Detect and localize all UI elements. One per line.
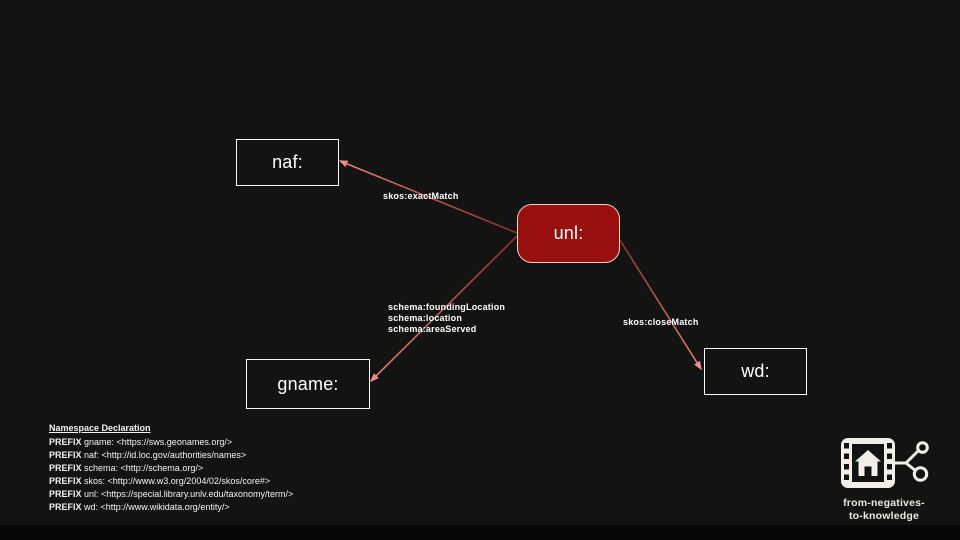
node-wd: wd: [704, 348, 807, 395]
logo-text-line1: from-negatives- [843, 497, 925, 509]
edge-label-schema-foundinglocation: schema:foundingLocation [388, 302, 506, 312]
node-unl: unl: [517, 204, 620, 263]
prefix-line-schema: PREFIX schema: <http://schema.org/> [49, 462, 293, 475]
prefix-line-skos: PREFIX skos: <http://www.w3.org/2004/02/… [49, 475, 293, 488]
prefix-line-wd: PREFIX wd: <http://www.wikidata.org/enti… [49, 501, 293, 514]
prefix-uri: naf: <http://id.loc.gov/authorities/name… [81, 450, 247, 460]
prefix-uri: schema: <http://schema.org/> [81, 463, 204, 473]
prefix-line-naf: PREFIX naf: <http://id.loc.gov/authoriti… [49, 449, 293, 462]
share-icon [895, 441, 929, 482]
namespace-declaration-title: Namespace Declaration [49, 423, 151, 433]
prefix-uri: wd: <http://www.wikidata.org/entity/> [81, 502, 230, 512]
prefix-keyword: PREFIX [49, 476, 82, 486]
edge-label-schema-properties: schema:foundingLocation schema:location … [388, 302, 505, 335]
edge-label-skos-exactmatch: skos:exactMatch [383, 191, 459, 201]
node-gname: gname: [246, 359, 370, 409]
node-gname-label: gname: [277, 373, 339, 394]
prefix-keyword: PREFIX [49, 437, 82, 447]
node-unl-label: unl: [553, 223, 584, 243]
prefix-keyword: PREFIX [49, 489, 82, 499]
prefix-line-unl: PREFIX unl: <https://special.library.unl… [49, 488, 293, 501]
prefix-keyword: PREFIX [49, 502, 82, 512]
project-logo: from-negatives- to-knowledge [835, 430, 933, 523]
edge-unl-to-wd [617, 236, 702, 371]
prefix-uri: unl: <https://special.library.unlv.edu/t… [81, 489, 294, 499]
filmstrip-house-share-icon [841, 438, 929, 488]
prefix-line-gname: PREFIX gname: <https://sws.geonames.org/… [49, 436, 293, 449]
edge-label-schema-areaserved: schema:areaServed [388, 324, 477, 334]
edge-label-schema-location: schema:location [388, 313, 463, 323]
node-naf: naf: [236, 139, 339, 186]
letterbox-bar [0, 525, 960, 540]
node-wd-label: wd: [741, 361, 770, 381]
prefix-uri: gname: <https://sws.geonames.org/> [81, 437, 233, 447]
edge-label-skos-closematch: skos:closeMatch [623, 317, 699, 327]
prefix-keyword: PREFIX [49, 463, 82, 473]
prefix-keyword: PREFIX [49, 450, 82, 460]
house-icon [855, 450, 881, 476]
logo-text-line2: to-knowledge [848, 510, 920, 522]
node-naf-label: naf: [272, 152, 303, 172]
namespace-declaration-block: Namespace Declaration PREFIX gname: <htt… [49, 422, 293, 514]
prefix-uri: skos: <http://www.w3.org/2004/02/skos/co… [81, 476, 271, 486]
